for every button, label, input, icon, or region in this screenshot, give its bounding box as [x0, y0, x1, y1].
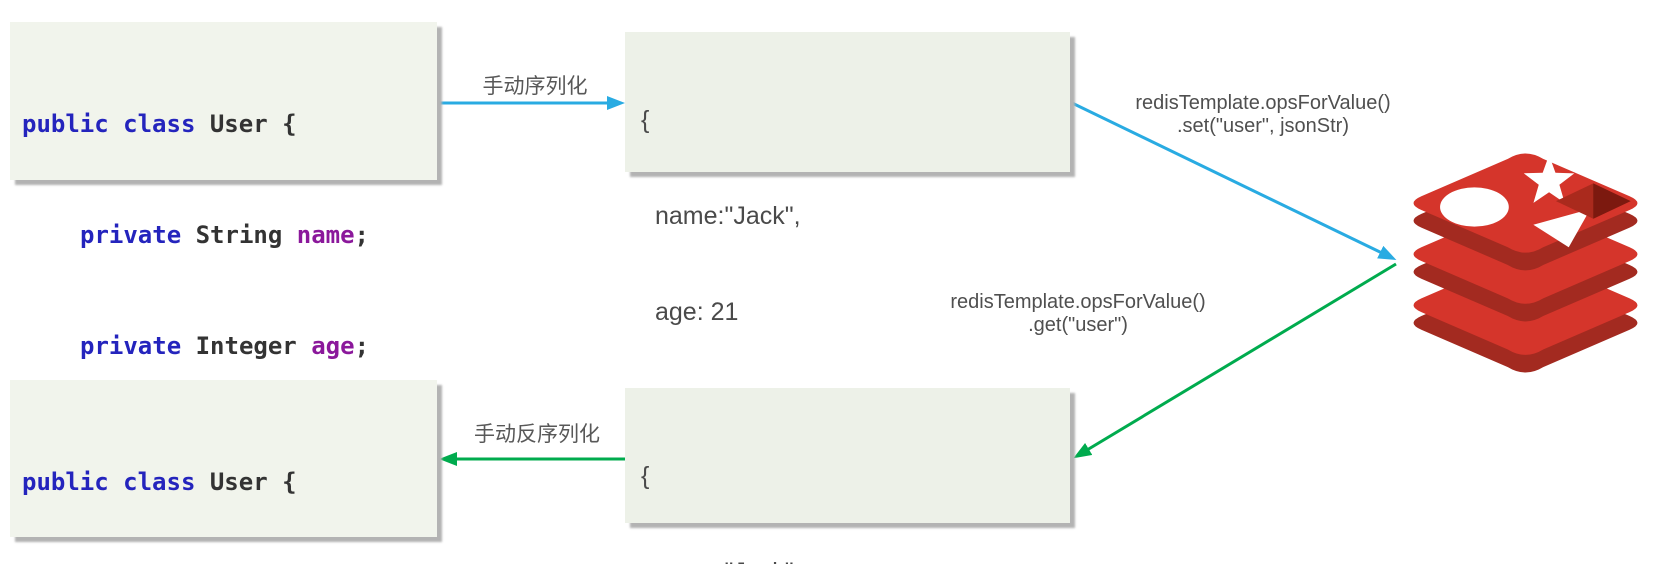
- set-to-redis-arrow: [1069, 100, 1397, 260]
- set-call-line1: redisTemplate.opsForValue(): [1135, 92, 1391, 114]
- json-payload-box-bottom: { name:"Jack", age: 21 }: [625, 388, 1070, 564]
- code-field: name: [296, 221, 355, 249]
- get-call-line1: redisTemplate.opsForValue(): [950, 291, 1206, 313]
- json-line: name:"Jack",: [641, 556, 1070, 564]
- get-call-label: redisTemplate.opsForValue() .get("user"): [950, 291, 1205, 337]
- set-call-label: redisTemplate.opsForValue() .set("user",…: [1135, 92, 1390, 138]
- redis-triangle-shape: [1533, 208, 1591, 248]
- code-keyword: public class: [22, 110, 196, 138]
- json-line: age: 21: [655, 298, 739, 326]
- serialize-label: 手动序列化: [482, 75, 588, 98]
- code-text: User {: [195, 110, 297, 138]
- json-line: {: [641, 462, 650, 490]
- code-type: String: [181, 221, 297, 249]
- code-type: Integer: [181, 332, 312, 360]
- code-line: private Integer age;: [22, 328, 437, 365]
- code-keyword: public class: [22, 468, 196, 496]
- code-keyword: private: [80, 221, 182, 249]
- set-call-line2: .set("user", jsonStr): [1176, 115, 1350, 137]
- code-text: ;: [354, 332, 370, 360]
- code-text: ;: [354, 221, 369, 249]
- get-call-line2: .get("user"): [1028, 314, 1128, 336]
- code-line: public class User {: [22, 106, 437, 143]
- redis-star-shape: [1523, 154, 1575, 203]
- code-line: private String name;: [22, 217, 437, 254]
- code-text: User {: [195, 468, 297, 496]
- json-line: name:"Jack",: [655, 202, 801, 230]
- redis-cube-hole-shade: [1593, 183, 1631, 219]
- redis-ellipse-shape: [1440, 187, 1509, 227]
- java-class-box-bottom: public class User { private String name;…: [10, 380, 437, 537]
- json-payload-box-top: { name:"Jack", age: 21 }: [625, 32, 1070, 422]
- json-line: {: [641, 106, 650, 134]
- code-line: public class User {: [22, 464, 437, 501]
- code-keyword: private: [80, 332, 182, 360]
- redis-logo-icon: [1413, 153, 1638, 373]
- java-class-box-top: public class User { private String name;…: [10, 22, 437, 471]
- deserialize-label: 手动反序列化: [474, 423, 600, 446]
- code-field: age: [311, 332, 355, 360]
- get-from-redis-arrow: [1073, 262, 1397, 459]
